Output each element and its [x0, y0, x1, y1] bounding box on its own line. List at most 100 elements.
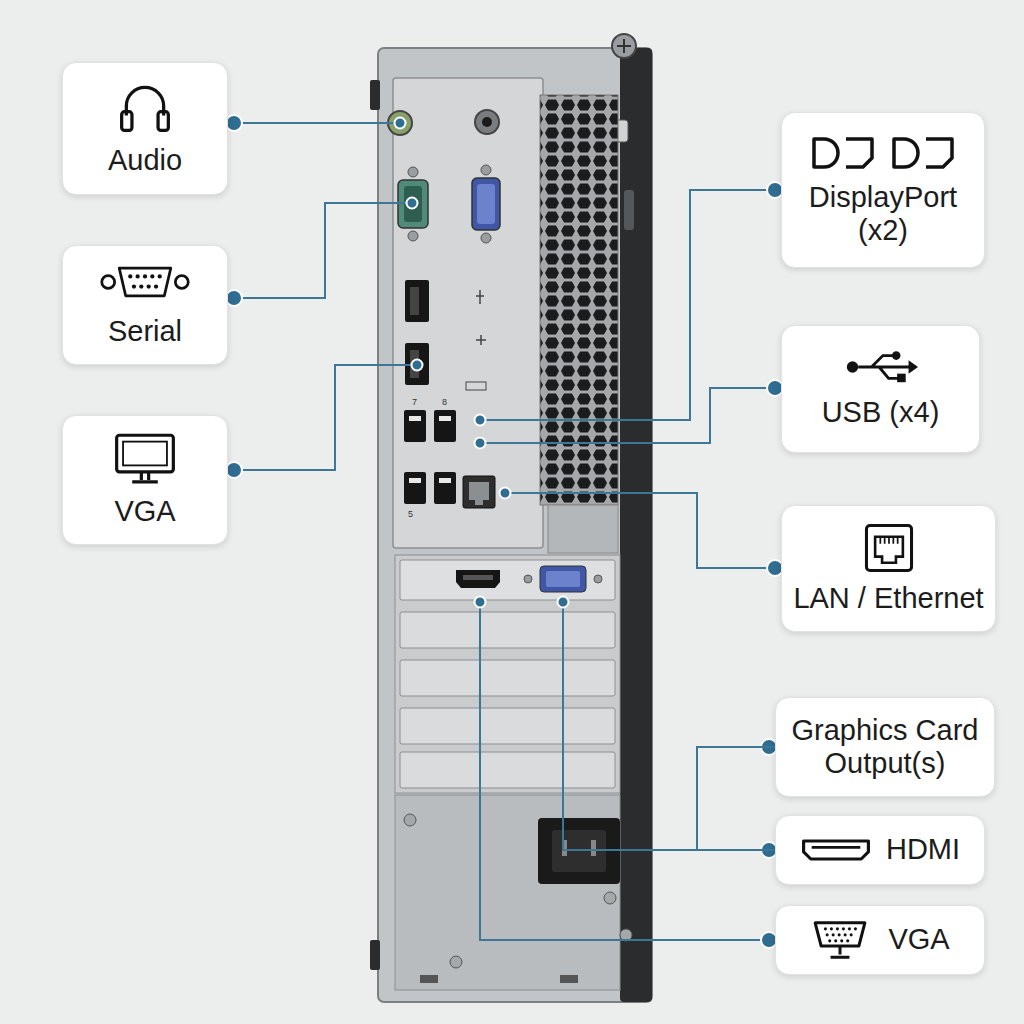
leader-line — [480, 190, 775, 420]
expansion-slots — [400, 708, 615, 744]
leader-dot — [226, 115, 242, 131]
usb-port — [434, 472, 456, 504]
leader-dot — [395, 118, 406, 129]
serial-port — [408, 167, 418, 177]
leader-line — [480, 388, 775, 443]
port-icon — [810, 918, 870, 962]
serial-port — [408, 231, 418, 241]
expansion-slots — [400, 752, 615, 788]
vga-port — [472, 178, 500, 230]
vga-port — [472, 165, 500, 243]
graphics-card-ports — [546, 571, 580, 587]
serial-port — [404, 186, 422, 222]
usb-port — [404, 410, 426, 442]
power-supply — [450, 956, 462, 968]
pc-case — [624, 190, 634, 230]
pc-case — [378, 48, 652, 1002]
port-icon — [102, 269, 188, 297]
callout-label: VGA — [888, 923, 949, 956]
connector-layer — [697, 747, 775, 850]
graphics-card-ports — [594, 575, 602, 583]
ethernet-port — [463, 476, 495, 508]
callout-label: Audio — [108, 144, 182, 177]
vga-port — [477, 184, 495, 224]
power-supply — [395, 795, 620, 990]
port-icon — [866, 525, 911, 570]
expansion-slots — [395, 555, 620, 793]
displayport-port — [466, 382, 486, 390]
port-icon — [846, 352, 917, 383]
port-number: 5 — [408, 510, 413, 519]
port-icon — [804, 841, 869, 859]
callout-label: Graphics Card Output(s) — [787, 714, 983, 781]
port-icon — [113, 431, 177, 487]
expansion-slots — [400, 612, 615, 648]
ethernet-port — [469, 482, 489, 500]
callout-box: HDMI — [775, 815, 985, 885]
expansion-slots — [395, 555, 620, 793]
power-supply — [591, 840, 596, 856]
io-panel — [393, 78, 618, 553]
leader-line — [234, 123, 775, 940]
audio-jack — [475, 110, 499, 134]
io-panel — [548, 505, 618, 553]
leader-line — [234, 122, 400, 124]
port-icon — [122, 87, 169, 130]
graphics-card-ports — [456, 570, 500, 588]
leader-line — [563, 602, 769, 850]
expansion-slots — [400, 660, 615, 696]
port-icon — [843, 348, 919, 386]
port-icon — [800, 836, 872, 864]
power-supply — [560, 975, 578, 983]
displayport-port — [405, 280, 486, 390]
leader-dot — [226, 462, 242, 478]
ethernet-port — [463, 476, 495, 508]
leader-dot — [475, 438, 486, 449]
callout-box: VGA — [62, 415, 228, 545]
leader-line — [234, 203, 412, 298]
usb-port — [404, 472, 426, 504]
port-number: 7 — [412, 398, 417, 407]
port-icon — [808, 133, 958, 173]
usb-port — [409, 416, 421, 421]
group-box: Graphics Card Output(s) — [775, 697, 995, 797]
leader-dot — [412, 360, 423, 371]
leader-dot — [475, 415, 486, 426]
bracket-connector — [697, 747, 775, 850]
port-icon — [99, 261, 191, 303]
audio-jack — [482, 117, 492, 127]
usb-port — [434, 410, 456, 442]
callout-label: LAN / Ethernet — [793, 582, 983, 615]
port-icon — [814, 139, 952, 167]
power-supply — [404, 814, 416, 826]
graphics-card-ports — [524, 575, 532, 583]
usb-port — [409, 478, 421, 483]
io-panel — [393, 78, 543, 548]
callout-label: USB (x4) — [822, 396, 940, 429]
callout-label: VGA — [114, 495, 175, 528]
callout-box: VGA — [775, 905, 985, 975]
ethernet-port — [475, 500, 483, 505]
callout-label: DisplayPort (x2) — [793, 181, 973, 248]
leader-line — [505, 493, 775, 568]
graphics-card-ports — [463, 575, 493, 580]
expansion-slots — [400, 560, 615, 600]
pc-case — [617, 39, 631, 53]
port-icon — [816, 923, 866, 957]
callout-box: USB (x4) — [781, 325, 980, 453]
callout-label: Serial — [108, 315, 182, 348]
leader-dot — [407, 198, 418, 209]
pc-case — [620, 48, 652, 1002]
displayport-port — [405, 280, 429, 322]
pc-case — [370, 34, 652, 1002]
callout-box: Audio — [62, 62, 228, 195]
port-number: 8 — [442, 398, 447, 407]
pc-case — [370, 940, 380, 970]
leader-dot — [475, 597, 486, 608]
callout-box: LAN / Ethernet — [781, 505, 996, 632]
power-supply — [604, 892, 616, 904]
leader-line — [234, 365, 417, 470]
leader-line — [480, 602, 769, 940]
pc-case — [370, 80, 380, 110]
